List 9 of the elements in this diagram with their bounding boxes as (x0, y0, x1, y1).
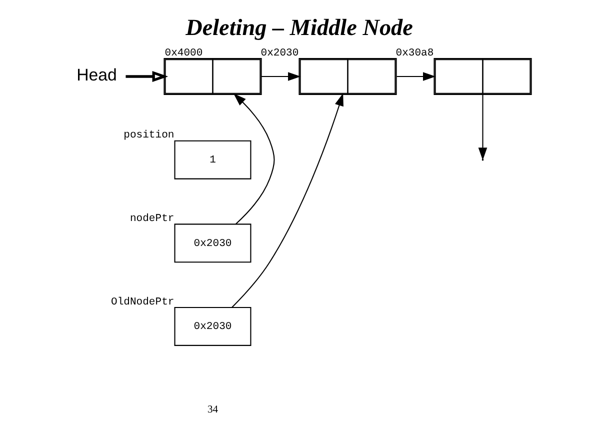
diagram-title: Deleting – Middle Node (185, 14, 412, 40)
node-label: position (123, 129, 174, 142)
node-label: OldNodePtr (110, 296, 174, 308)
node-label: nodePtr (129, 212, 174, 224)
node-text: Head (76, 65, 116, 84)
node-label: 0x4000 (164, 46, 202, 59)
node-label: 0x2030 (260, 46, 298, 59)
node-label: 0x30a8 (395, 46, 434, 59)
label: 34 (206, 404, 218, 415)
